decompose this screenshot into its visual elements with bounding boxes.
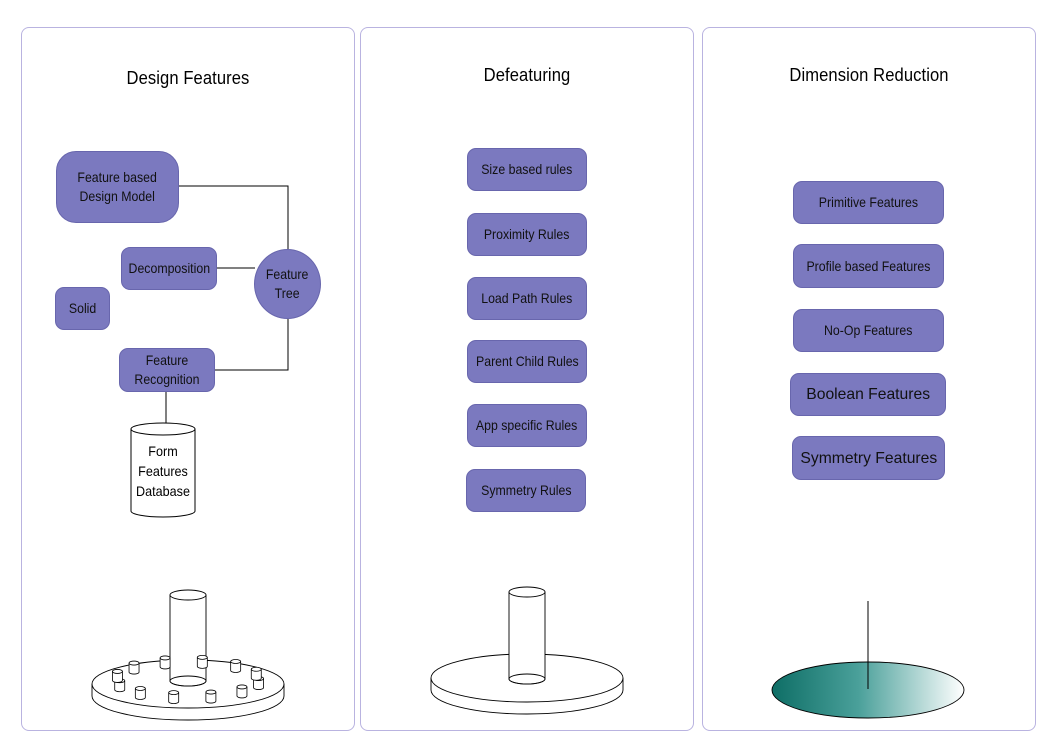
decomposition-node: Decomposition (121, 247, 217, 290)
hole-cylinder (196, 657, 208, 669)
hole-cylinder (250, 669, 262, 681)
hole-top (159, 655, 171, 661)
solid-node: Solid (55, 287, 110, 330)
feature-based-design-model-node: Feature based Design Model (56, 151, 179, 223)
panel-title: Design Features (126, 68, 250, 88)
hole-cylinder (168, 692, 180, 705)
rule-symmetry: Symmetry Rules (466, 469, 586, 512)
hole-cylinder (114, 680, 126, 693)
feature-tree-node: Feature Tree (254, 249, 321, 319)
hole-cylinder (128, 663, 140, 675)
feature-boolean: Boolean Features (790, 373, 946, 416)
hole-cylinder (253, 678, 264, 690)
feature-symmetry: Symmetry Features (792, 436, 945, 480)
hole-cylinder (230, 661, 242, 673)
rule-load-path: Load Path Rules (467, 277, 587, 320)
database-label: Form Features Database (136, 443, 190, 499)
hole-top (236, 684, 248, 690)
rule-app-specific: App specific Rules (467, 404, 587, 447)
hole-cylinder (236, 686, 248, 699)
feature-profile-based: Profile based Features (793, 244, 944, 288)
hole-top (250, 666, 262, 672)
hole-top (230, 659, 242, 664)
panel-title: Dimension Reduction (789, 65, 949, 85)
hole-cylinder (112, 671, 123, 683)
rule-parent-child: Parent Child Rules (467, 340, 587, 383)
hole-top (205, 689, 217, 695)
feature-no-op: No-Op Features (793, 309, 944, 352)
hole-cylinder (134, 688, 146, 700)
hole-top (196, 654, 208, 660)
hole-top (112, 669, 123, 674)
hole-cylinder (159, 657, 171, 670)
hole-top (134, 686, 146, 691)
hole-cylinder (205, 692, 217, 704)
rule-size-based: Size based rules (467, 148, 587, 191)
panel-title: Defeaturing (483, 65, 571, 85)
hole-top (128, 660, 140, 666)
rule-proximity: Proximity Rules (467, 213, 587, 256)
feature-recognition-node: Feature Recognition (119, 348, 215, 392)
hole-top (168, 690, 180, 696)
feature-primitive: Primitive Features (793, 181, 944, 224)
